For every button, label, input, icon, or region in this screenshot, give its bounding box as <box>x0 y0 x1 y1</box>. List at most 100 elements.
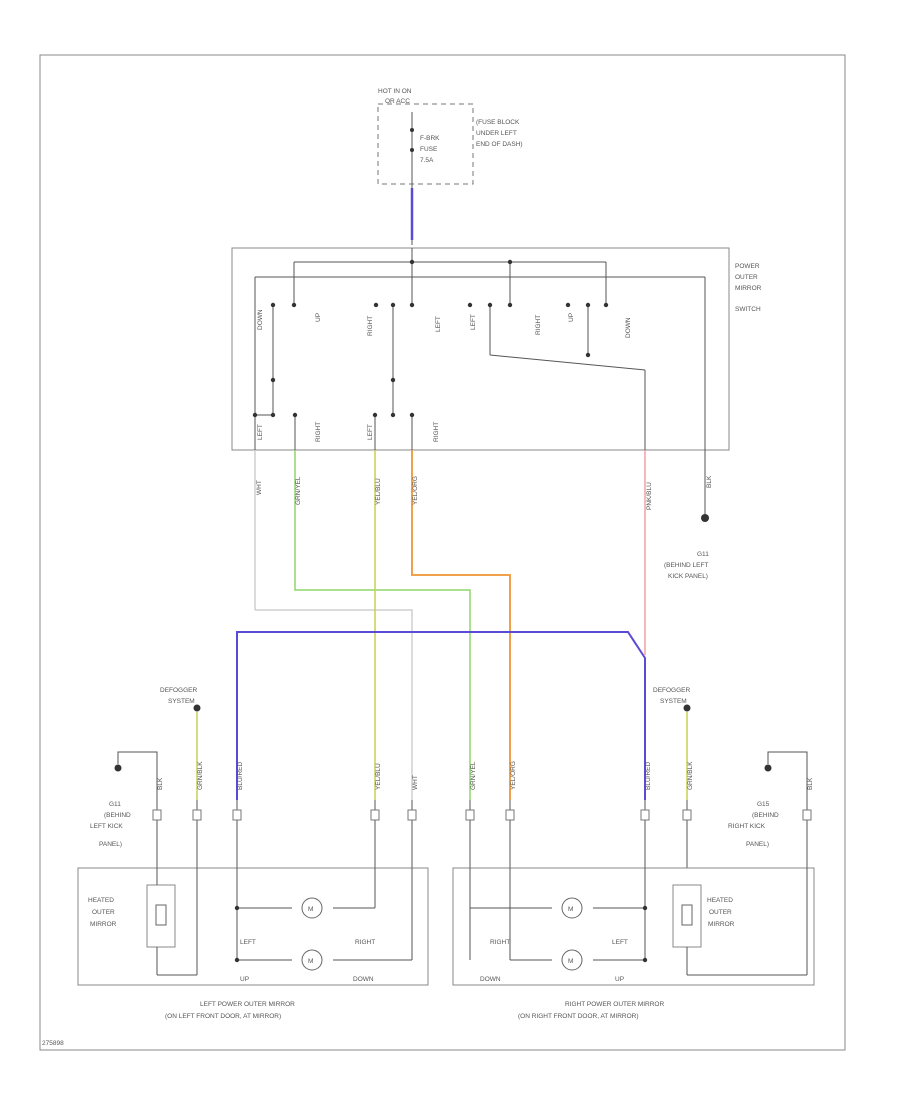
left-ground-label-1: G11 <box>109 801 121 808</box>
white-wire-run <box>255 609 413 800</box>
diagram-frame <box>39 54 846 1051</box>
fuse-block-outline <box>377 103 474 185</box>
wire-label-yellow: YEL/BLU <box>375 478 382 505</box>
switch-title-3: MIRROR <box>735 285 762 292</box>
right-ground-label-2: (BEHIND <box>752 812 779 819</box>
svg-text:BLU/RED: BLU/RED <box>645 762 652 790</box>
left-ground-label-3: LEFT KICK <box>90 823 123 830</box>
left-ground-icon <box>114 764 122 772</box>
left-heater-resistor <box>155 904 167 926</box>
switch-ground-label-1: G11 <box>697 551 709 558</box>
right-mirror-down-label: DOWN <box>480 976 501 983</box>
svg-text:M: M <box>568 906 573 913</box>
switch-title-1: POWER <box>735 263 760 270</box>
left-mirror-caption-2: (ON LEFT FRONT DOOR, AT MIRROR) <box>165 1013 281 1020</box>
contact-label-right-1: RIGHT <box>367 316 374 336</box>
defogger-left-icon <box>193 704 201 712</box>
right-ground-label-3: RIGHT KICK <box>728 823 766 830</box>
left-mirror-caption-1: LEFT POWER OUTER MIRROR <box>200 1001 295 1008</box>
power-source-line2: OR ACC <box>385 98 410 105</box>
left-ground-label-4: PANEL) <box>99 841 122 848</box>
right-heater-label-2: OUTER <box>709 909 732 916</box>
defogger-left-label-1: DEFOGGER <box>160 687 198 694</box>
defogger-right-label-1: DEFOGGER <box>653 687 691 694</box>
contact-label-bottom-right-1: RIGHT <box>315 422 322 442</box>
right-connector-pins <box>465 809 812 821</box>
fuse-label-1: F-BRK <box>420 135 440 142</box>
left-connector-pins <box>152 809 417 821</box>
left-mirror-down-label: DOWN <box>353 976 374 983</box>
switch-box <box>231 247 730 451</box>
right-ground-label-1: G15 <box>757 801 770 808</box>
left-connector-labels: BLK GRN/BLK BLU/RED YEL/BLU WHT <box>157 761 419 790</box>
switch-ground-label-3: KICK PANEL) <box>668 573 708 580</box>
left-motor-wiring <box>236 868 413 961</box>
right-heater-label-1: HEATED <box>707 897 733 904</box>
right-heater-resistor <box>681 904 693 926</box>
right-motor-wiring <box>469 868 646 961</box>
contact-label-left-1: LEFT <box>435 316 442 332</box>
svg-text:GRN/BLK: GRN/BLK <box>687 761 694 790</box>
contact-label-bottom-right-2: RIGHT <box>433 422 440 442</box>
right-motor-node-2 <box>642 957 648 963</box>
wire-label-orange: YEL/ORG <box>412 476 419 505</box>
switch-internal-wiring <box>254 248 706 450</box>
power-source-line1: HOT IN ON <box>378 88 412 95</box>
defogger-right-icon <box>683 704 691 712</box>
right-ground-wire <box>767 751 808 800</box>
contact-label-down-right: DOWN <box>625 317 632 338</box>
right-motor-ud: M <box>561 949 583 971</box>
svg-text:YEL/BLU: YEL/BLU <box>375 763 382 790</box>
right-mirror-left-label: LEFT <box>612 939 628 946</box>
svg-text:YEL/ORG: YEL/ORG <box>510 761 517 790</box>
right-ground-icon <box>764 764 772 772</box>
defogger-left-label-2: SYSTEM <box>168 698 195 705</box>
wire-label-pink: PNK/BLU <box>646 482 653 510</box>
switch-ground-label-2: (BEHIND LEFT <box>664 562 708 569</box>
fuse-label-3: 7.5A <box>420 157 434 164</box>
left-heater-label-3: MIRROR <box>90 921 117 928</box>
right-mirror-caption-2: (ON RIGHT FRONT DOOR, AT MIRROR) <box>518 1013 639 1020</box>
right-heater-label-3: MIRROR <box>708 921 735 928</box>
svg-text:M: M <box>568 958 573 965</box>
svg-text:GRN/BLK: GRN/BLK <box>197 761 204 790</box>
fuse-node-bottom <box>410 148 414 152</box>
switch-ground-icon <box>701 514 709 522</box>
right-ground-label-4: PANEL) <box>746 841 769 848</box>
contact-label-bottom-left-2: LEFT <box>367 424 374 440</box>
left-mirror-left-label: LEFT <box>240 939 256 946</box>
right-motor-lr: M <box>561 897 583 919</box>
right-mirror-up-label: UP <box>615 976 624 983</box>
right-mirror-caption-1: RIGHT POWER OUTER MIRROR <box>565 1001 664 1008</box>
defogger-right-label-2: SYSTEM <box>660 698 687 705</box>
blue-wire-run <box>236 631 646 800</box>
svg-text:M: M <box>308 958 313 965</box>
left-heater-label-1: HEATED <box>88 897 114 904</box>
switch-title-4: SWITCH <box>735 306 761 313</box>
contact-label-down-left: DOWN <box>257 309 264 330</box>
left-mirror-right-label: RIGHT <box>355 939 375 946</box>
svg-text:BLK: BLK <box>807 777 814 790</box>
fuse-block-label-3: END OF DASH) <box>476 141 523 148</box>
svg-text:GRN/YEL: GRN/YEL <box>470 761 477 790</box>
left-ground-label-2: (BEHIND <box>104 812 131 819</box>
left-motor-node-2 <box>234 957 240 963</box>
left-motor-ud: M <box>301 949 323 971</box>
orange-wire-run <box>411 450 511 800</box>
fuse-node-top <box>410 128 414 132</box>
figure-id: 275898 <box>42 1040 64 1047</box>
svg-text:WHT: WHT <box>412 775 419 790</box>
left-ground-wire <box>117 751 158 800</box>
svg-text:BLU/RED: BLU/RED <box>237 762 244 790</box>
fuse-label-2: FUSE <box>420 146 438 153</box>
wire-label-green: GRN/YEL <box>295 476 302 505</box>
contact-label-bottom-left-1: LEFT <box>257 424 264 440</box>
wire-label-white: WHT <box>256 480 263 495</box>
right-motor-node-1 <box>642 905 648 911</box>
left-motor-lr: M <box>301 897 323 919</box>
right-connector-labels: GRN/YEL YEL/ORG BLU/RED GRN/BLK BLK <box>470 761 814 790</box>
switch-nodes <box>252 259 609 418</box>
contact-label-left-2: LEFT <box>470 314 477 330</box>
left-motor-node-1 <box>234 905 240 911</box>
